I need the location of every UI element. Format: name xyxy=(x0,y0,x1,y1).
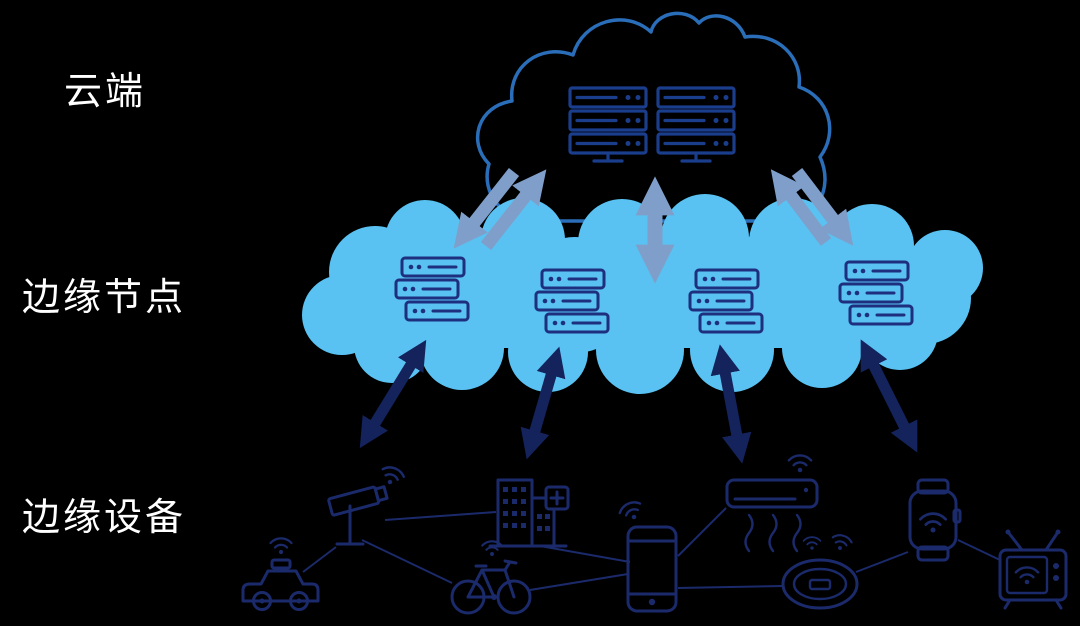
arrow-edge-device-4 xyxy=(860,339,918,453)
arrow-edge-to-cloud-left xyxy=(480,169,547,251)
cloud-layer xyxy=(475,11,832,223)
cloud-outline-icon xyxy=(475,11,832,223)
wifi-icon xyxy=(269,537,293,556)
smartwatch-icon xyxy=(908,478,962,562)
wifi-icon xyxy=(828,532,854,554)
wifi-icon xyxy=(787,454,813,474)
shared-bicycle-icon xyxy=(450,540,532,615)
label-edge-nodes-layer: 边缘节点 xyxy=(22,277,186,319)
arrow-edge-to-cloud-right xyxy=(770,169,832,246)
smartphone-icon xyxy=(616,497,678,613)
wifi-icon xyxy=(919,512,947,534)
arrow-cloud-to-edge-right xyxy=(791,168,854,246)
air-conditioner-icon xyxy=(725,454,822,553)
edge-device-arrows xyxy=(359,339,918,464)
cctv-camera-icon xyxy=(327,463,407,546)
wifi-icon xyxy=(377,463,407,490)
wifi-icon xyxy=(616,497,647,525)
wifi-icon xyxy=(1014,566,1040,586)
smart-tv-icon xyxy=(998,529,1068,610)
police-car-icon xyxy=(241,537,320,611)
cloud-server-rack-2 xyxy=(656,86,736,163)
robot-vacuum-icon xyxy=(781,532,859,610)
wifi-icon xyxy=(802,536,822,551)
label-cloud-layer: 云端 xyxy=(64,71,146,113)
arrow-edge-device-2 xyxy=(520,346,566,460)
wifi-icon xyxy=(481,540,503,558)
device-network-links xyxy=(302,507,1001,591)
arrow-cloud-to-edge-left xyxy=(453,167,520,249)
label-edge-devices-layer: 边缘设备 xyxy=(22,497,186,539)
arrow-edge-device-3 xyxy=(710,344,752,464)
arrow-edge-device-1 xyxy=(359,339,427,449)
cloud-server-rack-1 xyxy=(568,86,648,163)
cloud-edge-arrows xyxy=(453,167,854,284)
smart-building-icon xyxy=(488,478,570,548)
